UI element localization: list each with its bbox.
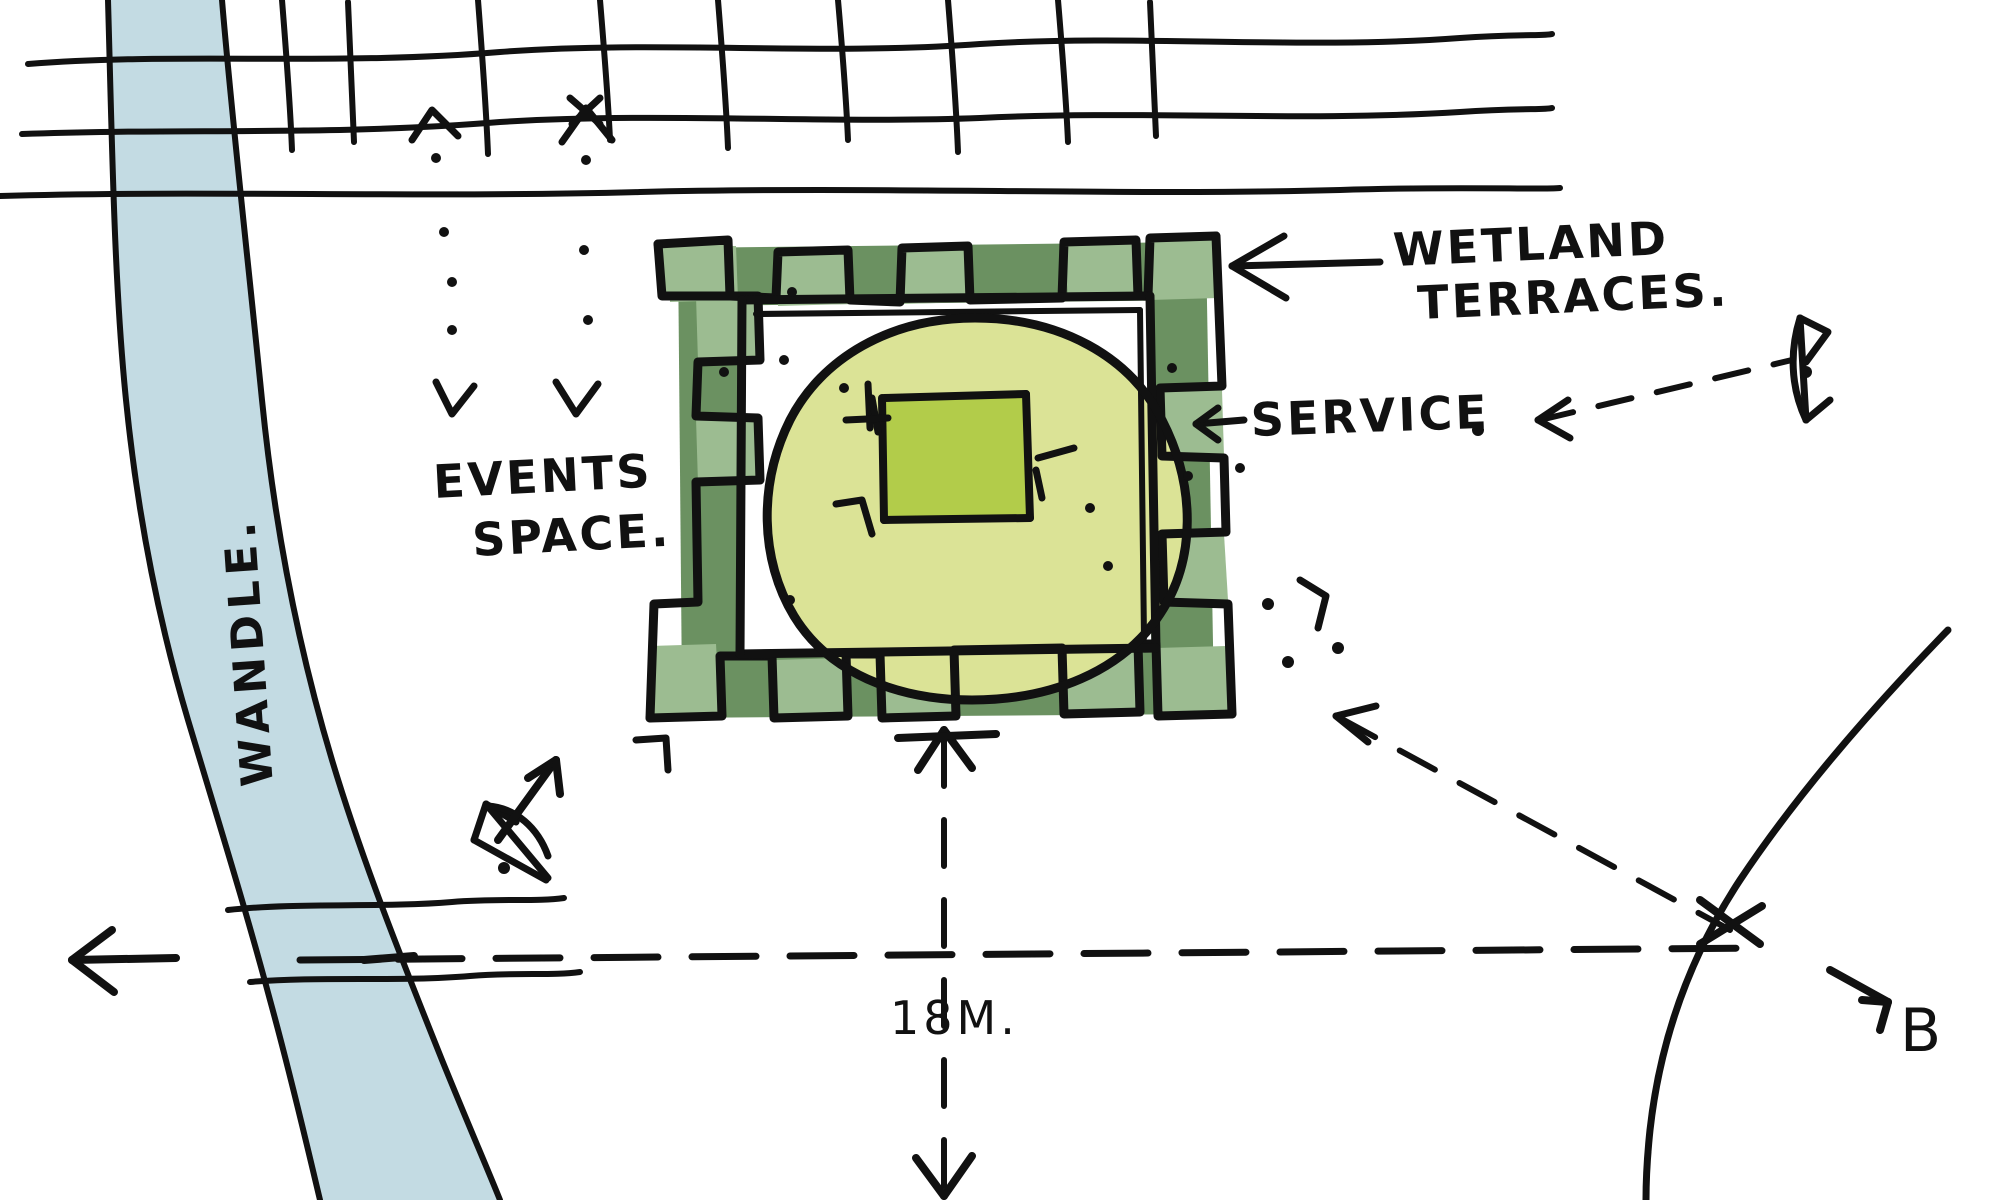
sightline-dot-right bbox=[1472, 424, 1484, 436]
label-wetland-terraces: WETLAND TERRACES. bbox=[1392, 211, 1731, 331]
riverside-path-lines bbox=[225, 895, 583, 985]
chevron-marks-right bbox=[1296, 576, 1330, 632]
label-service: SERVICE bbox=[1249, 384, 1491, 447]
wetland-terrace-outline bbox=[645, 231, 1237, 723]
sightline-dashed-right bbox=[1537, 357, 1795, 423]
section-line-left-arrowhead bbox=[68, 926, 180, 996]
landscape-chevron-markers bbox=[408, 94, 616, 418]
sightline-to-b-arrowhead bbox=[1332, 702, 1380, 746]
pavilion-outline bbox=[878, 390, 1034, 524]
river-wandle-fill bbox=[108, 0, 498, 1200]
landscape-marker-dots bbox=[431, 153, 593, 335]
events-lawn-outline bbox=[762, 313, 1192, 705]
view-cone-right bbox=[1789, 314, 1834, 424]
dimension-arrow-bottom bbox=[912, 1152, 976, 1200]
urban-street-grid bbox=[0, 31, 1563, 199]
river-direction-tick bbox=[360, 952, 418, 964]
label-events-space-line1: EVENTS bbox=[431, 443, 654, 509]
pavilion-fill bbox=[884, 394, 1030, 520]
service-leader-arrow bbox=[1192, 404, 1248, 444]
view-cone-right-dot bbox=[1800, 366, 1812, 378]
lawn-speckle-dots bbox=[719, 287, 1245, 605]
label-events-space-line2: SPACE. bbox=[470, 502, 673, 568]
section-b-curve bbox=[1642, 626, 1952, 1200]
pavilion-entry-marks bbox=[832, 380, 1078, 538]
wetland-terraces-leader-arrow bbox=[1228, 232, 1384, 302]
section-b-arrow bbox=[1826, 966, 1892, 1034]
urban-grid-cross-streets bbox=[279, 0, 1159, 157]
river-wandle-banks bbox=[105, 0, 503, 1200]
dimension-arrow-top bbox=[894, 726, 1000, 774]
label-dimension-18m: 18M. bbox=[890, 991, 1019, 1045]
label-section-b: B bbox=[1900, 996, 1943, 1066]
label-events-space: EVENTS SPACE. bbox=[431, 443, 673, 568]
courtyard-corner-tick bbox=[632, 734, 672, 774]
chevron-dots-right bbox=[1262, 598, 1344, 668]
label-wetland-terraces-line2: TERRACES. bbox=[1416, 262, 1731, 331]
view-cone-left bbox=[470, 800, 552, 884]
sightline-dashed-to-b bbox=[1337, 715, 1733, 933]
sightline-dashed-right-arrowhead bbox=[1534, 396, 1574, 442]
view-cone-left-arrow bbox=[494, 756, 564, 844]
view-cone-left-dot bbox=[498, 862, 510, 874]
wetland-terrace-fill-light bbox=[650, 238, 1230, 718]
section-line-dashed-main bbox=[296, 944, 1764, 964]
